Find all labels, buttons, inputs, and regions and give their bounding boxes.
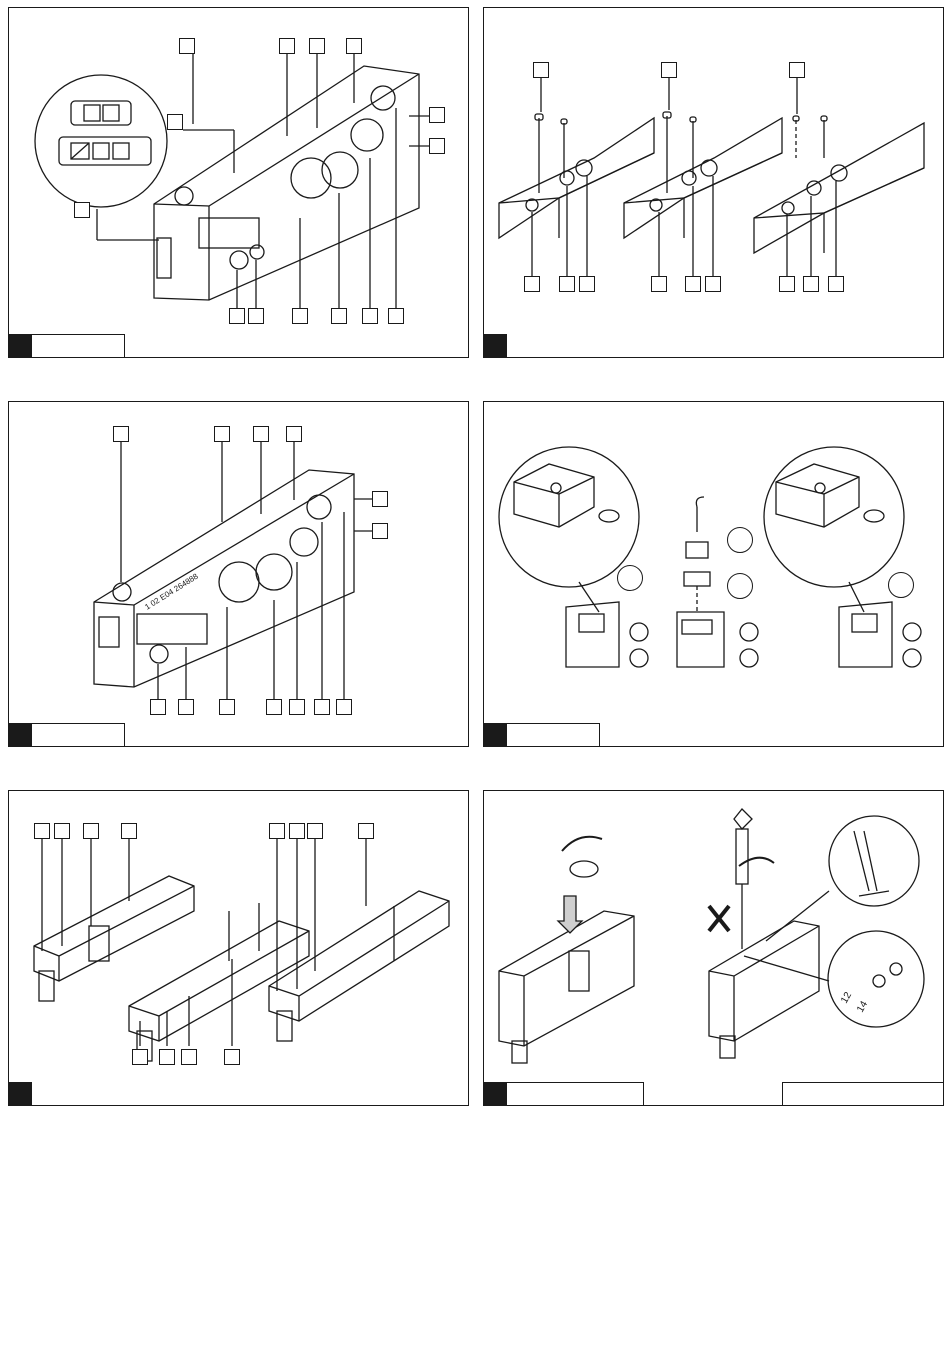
- callout-box: [685, 276, 701, 292]
- callout-box: [803, 276, 819, 292]
- callout-box: [372, 491, 388, 507]
- callout-box: [179, 38, 195, 54]
- callout-box: [309, 38, 325, 54]
- callout-box: [83, 823, 99, 839]
- callout-box: [362, 308, 378, 324]
- callout-box: [779, 276, 795, 292]
- callout-box: [661, 62, 677, 78]
- callout-box: [219, 699, 235, 715]
- callout-box: [248, 308, 264, 324]
- figure-caption-box: [31, 334, 125, 358]
- callout-box: [429, 107, 445, 123]
- valve-subbase-variant-illustration: 1 02 E04 264888: [9, 402, 470, 748]
- callout-box: [307, 823, 323, 839]
- step-marker-circle: [727, 527, 753, 553]
- figure-panel-5: [8, 790, 469, 1106]
- step-marker-circle: [727, 573, 753, 599]
- figure-caption-box-right: [782, 1082, 944, 1106]
- figure-number-tab: [483, 1082, 507, 1106]
- figure-number-tab: [8, 723, 32, 747]
- detail-label-12: 12: [839, 990, 854, 1006]
- callout-box: [789, 62, 805, 78]
- callout-box: [266, 699, 282, 715]
- callout-box: [388, 308, 404, 324]
- figure-caption-box: [506, 723, 600, 747]
- callout-box: [336, 699, 352, 715]
- callout-box: [289, 823, 305, 839]
- figure-caption-box: [31, 723, 125, 747]
- detail-label-14: 14: [855, 999, 870, 1015]
- callout-box: [372, 523, 388, 539]
- manual-override-illustration: 12 14: [484, 791, 945, 1107]
- callout-box: [279, 38, 295, 54]
- callout-box: [34, 823, 50, 839]
- callout-box: [253, 426, 269, 442]
- callout-box: [429, 138, 445, 154]
- callout-box: [269, 823, 285, 839]
- callout-box: [286, 426, 302, 442]
- callout-box: [132, 1049, 148, 1065]
- callout-box: [346, 38, 362, 54]
- callout-box: [292, 308, 308, 324]
- callout-box: [229, 308, 245, 324]
- callout-box: [167, 114, 183, 130]
- callout-box: [54, 823, 70, 839]
- callout-box: [331, 308, 347, 324]
- callout-box: [150, 699, 166, 715]
- callout-box: [181, 1049, 197, 1065]
- figure-number-tab: [483, 723, 507, 747]
- callout-box: [358, 823, 374, 839]
- figure-caption-box: [506, 1082, 644, 1106]
- callout-box: [314, 699, 330, 715]
- step-marker-circle: [617, 565, 643, 591]
- callout-box: [533, 62, 549, 78]
- part-marking-text: 1 02 E04 264888: [143, 571, 200, 611]
- callout-box: [651, 276, 667, 292]
- figure-panel-4: [483, 401, 944, 747]
- step-marker-circle: [888, 572, 914, 598]
- callout-box: [113, 426, 129, 442]
- callout-box: [289, 699, 305, 715]
- figure-number-tab: [483, 334, 507, 358]
- callout-box: [224, 1049, 240, 1065]
- figure-number-tab: [8, 334, 32, 358]
- callout-box: [705, 276, 721, 292]
- callout-box: [579, 276, 595, 292]
- callout-box: [524, 276, 540, 292]
- figure-panel-6: 12 14: [483, 790, 944, 1106]
- callout-box: [159, 1049, 175, 1065]
- screw-mounting-illustration: [484, 8, 945, 359]
- valve-subbase-illustration: [9, 8, 470, 359]
- callout-box: [121, 823, 137, 839]
- figure-panel-2: [483, 7, 944, 358]
- callout-box: [214, 426, 230, 442]
- cover-plate-mounting-illustration: [484, 402, 945, 748]
- figure-panel-3: 1 02 E04 264888: [8, 401, 469, 747]
- callout-box: [559, 276, 575, 292]
- callout-box: [74, 202, 90, 218]
- figure-number-tab: [8, 1082, 32, 1106]
- callout-box: [178, 699, 194, 715]
- callout-box: [828, 276, 844, 292]
- figure-panel-1: [8, 7, 469, 358]
